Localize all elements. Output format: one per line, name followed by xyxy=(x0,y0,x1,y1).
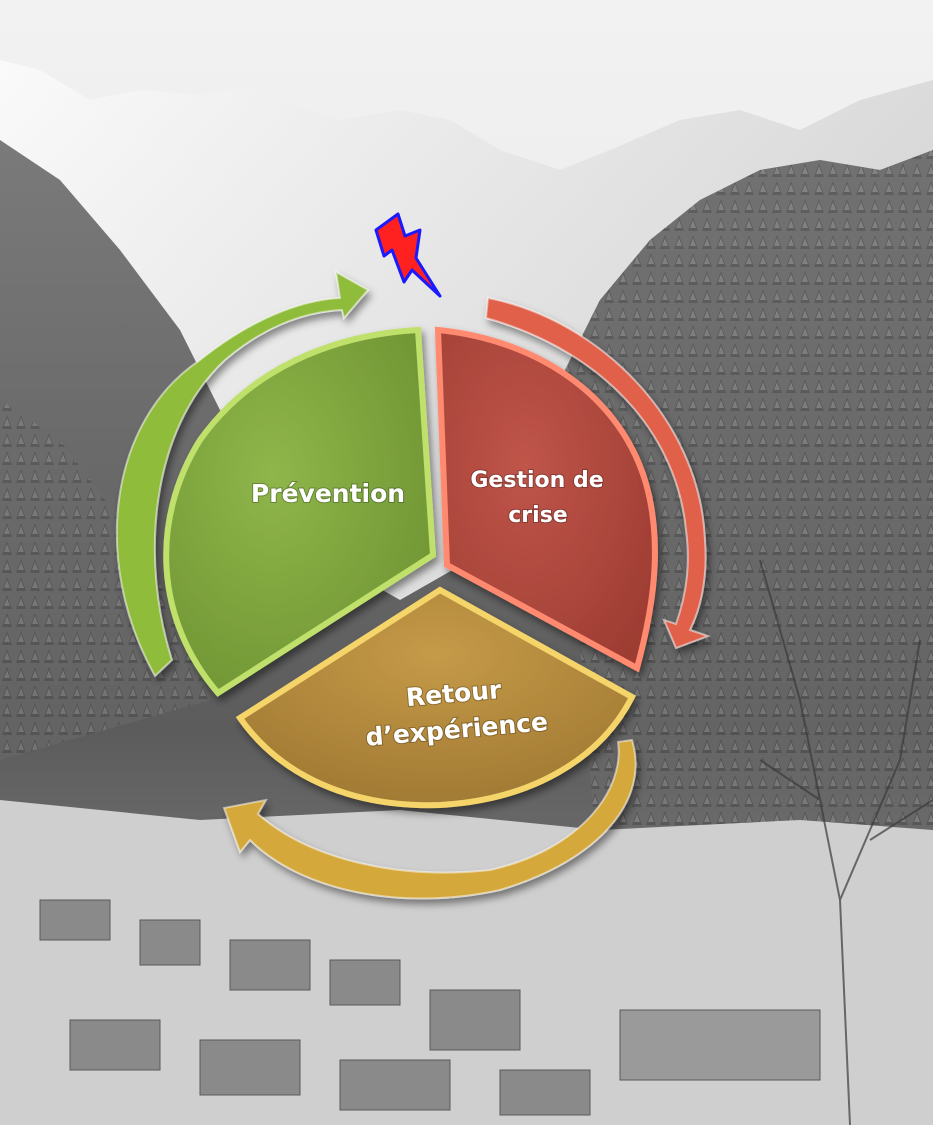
label-gestion-line2: crise xyxy=(508,503,567,528)
label-prevention: Prévention xyxy=(251,479,405,508)
label-gestion-line1: Gestion de xyxy=(470,468,603,493)
